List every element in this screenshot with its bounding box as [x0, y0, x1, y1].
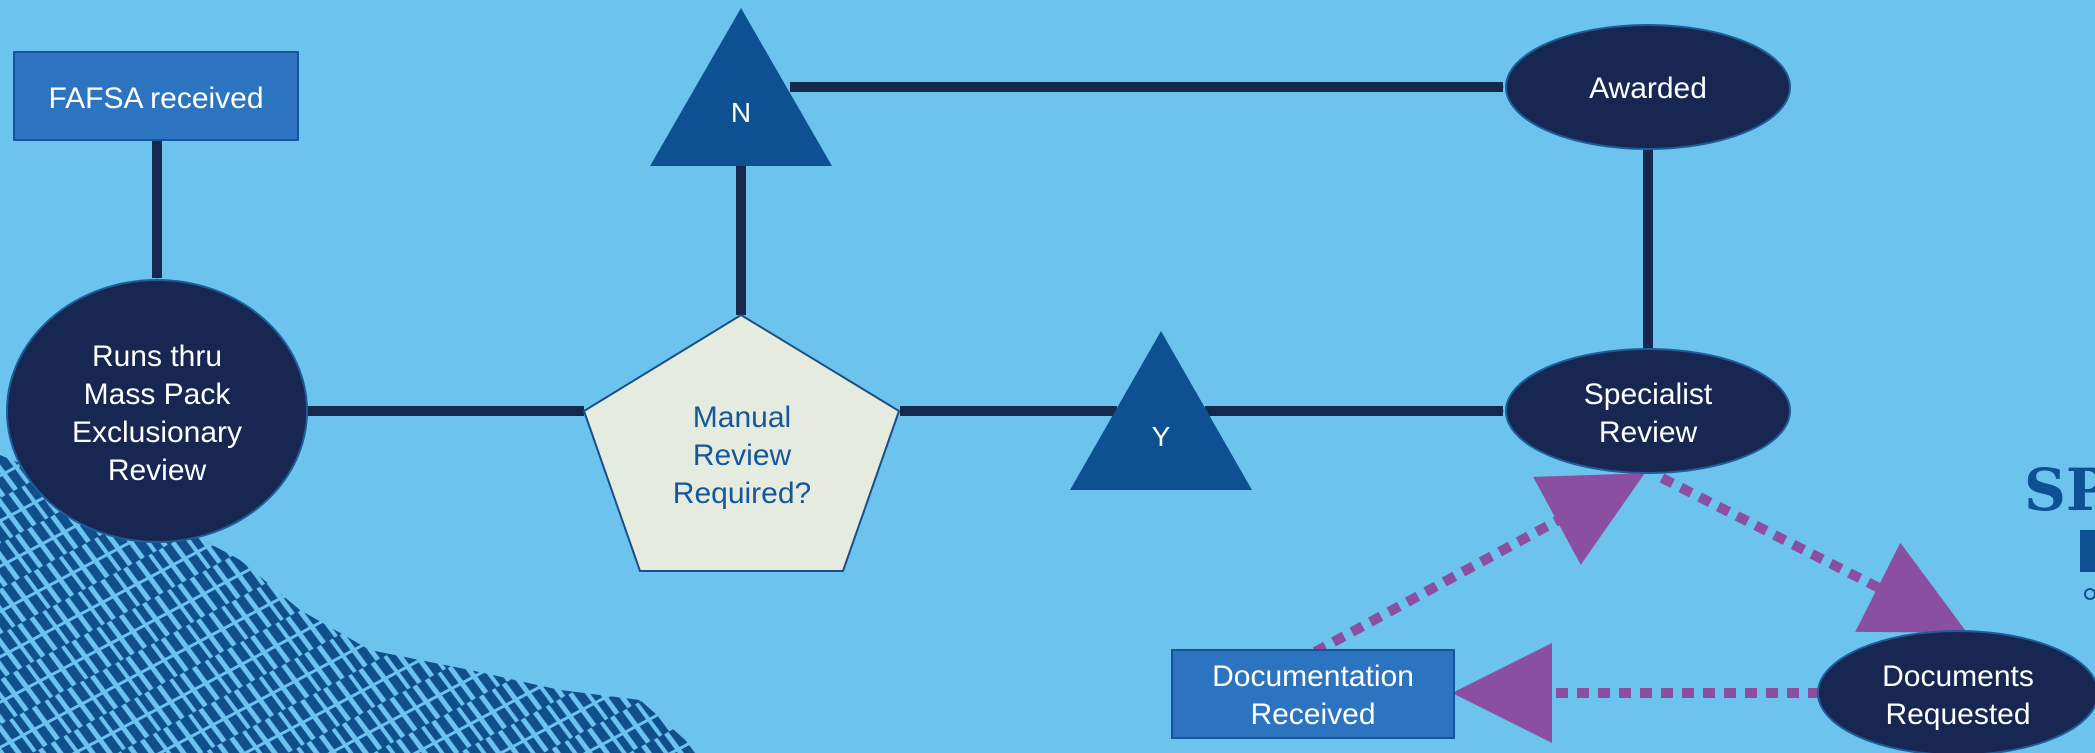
node-manual-review-decision: Manual Review Required? — [582, 313, 901, 572]
node-awarded-label: Awarded — [1589, 72, 1707, 105]
node-doc-received-line-2: Received — [1250, 698, 1375, 731]
node-n-branch: N — [650, 8, 832, 166]
node-fafsa-label: FAFSA received — [48, 82, 263, 115]
node-specialist-review: Specialist Review — [1505, 348, 1791, 474]
node-specialist-line-1: Specialist — [1584, 378, 1713, 411]
connectors — [152, 82, 1653, 416]
node-documentation-received: Documentation Received — [1171, 649, 1455, 739]
node-y-branch: Y — [1070, 331, 1252, 490]
dotted-connectors — [1312, 473, 1967, 743]
node-n-label: N — [731, 97, 751, 128]
brand-fragment-mark — [2080, 530, 2095, 572]
node-y-label: Y — [1152, 421, 1171, 452]
node-fafsa-received: FAFSA received — [13, 51, 299, 141]
node-awarded: Awarded — [1505, 24, 1791, 150]
edge-specialist-to-docrequested — [1659, 473, 1967, 633]
edge-docreceived-to-specialist — [1312, 473, 1645, 657]
node-mass-pack-line-2: Mass Pack — [84, 378, 232, 411]
node-doc-requested-line-2: Requested — [1885, 698, 2030, 731]
node-manual-line-2: Review — [693, 439, 792, 472]
node-mass-pack-line-3: Exclusionary — [72, 416, 242, 449]
node-manual-line-1: Manual — [693, 401, 791, 434]
node-doc-received-line-1: Documentation — [1212, 660, 1414, 693]
brand-fragment-dot — [2084, 588, 2095, 600]
node-documents-requested: Documents Requested — [1817, 630, 2095, 753]
node-specialist-line-2: Review — [1599, 416, 1698, 449]
node-mass-pack-line-4: Review — [108, 454, 207, 487]
node-mass-pack-line-1: Runs thru — [92, 340, 222, 373]
node-doc-requested-line-1: Documents — [1882, 660, 2034, 693]
brand-fragment: SP — [2024, 456, 2095, 524]
node-mass-pack-review: Runs thru Mass Pack Exclusionary Review — [6, 279, 308, 543]
node-manual-line-3: Required? — [673, 477, 811, 510]
